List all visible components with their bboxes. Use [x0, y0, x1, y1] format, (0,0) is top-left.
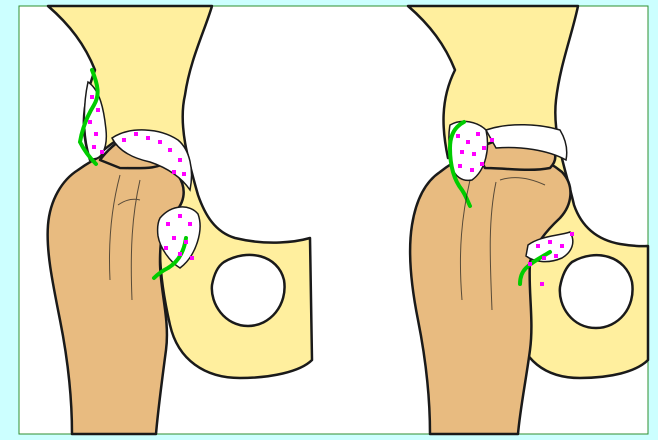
- obturator-foramen-right: [560, 255, 633, 328]
- obturator-foramen-left: [212, 255, 285, 326]
